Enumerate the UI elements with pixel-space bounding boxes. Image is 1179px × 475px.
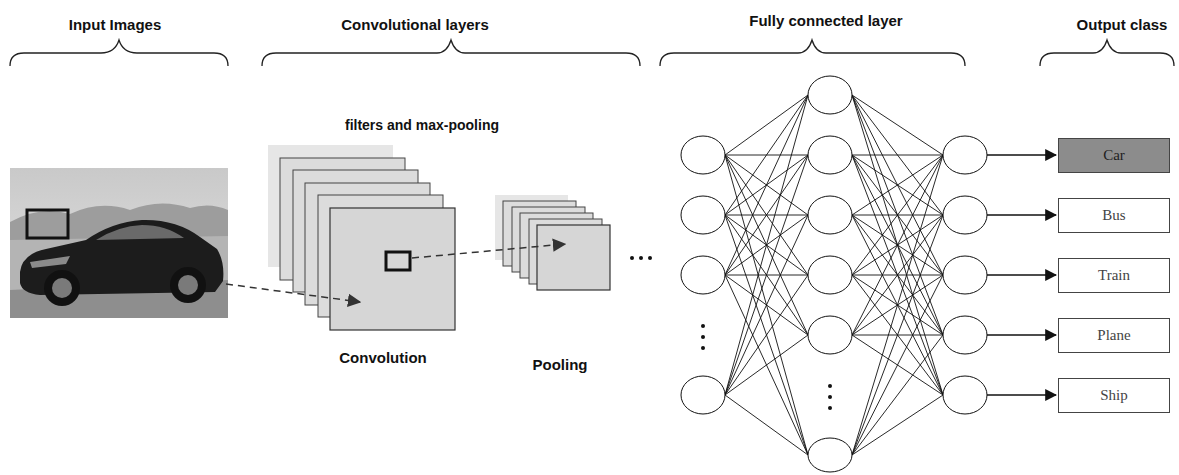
photo-sky <box>10 168 228 318</box>
neuron <box>808 76 852 114</box>
car-window <box>96 225 184 240</box>
car-headlight <box>30 256 70 268</box>
class-box: Train <box>1058 258 1170 293</box>
stage-label: Pooling <box>533 356 588 374</box>
bracket <box>660 40 965 66</box>
section-heading: Convolutional layers <box>341 16 489 34</box>
neuron <box>943 376 987 414</box>
dot <box>648 256 652 260</box>
neuron <box>808 196 852 234</box>
dot <box>630 256 634 260</box>
bracket <box>262 40 640 66</box>
output-arrow <box>987 334 1056 336</box>
dashed-arrow <box>412 244 565 258</box>
weight-lines <box>852 95 943 455</box>
dot <box>828 384 832 388</box>
class-box: Plane <box>1058 318 1170 353</box>
class-label: Train <box>1098 266 1130 284</box>
filter-window <box>386 252 410 270</box>
neuron <box>681 136 725 174</box>
neuron <box>808 438 852 472</box>
dot <box>639 256 643 260</box>
car-rim <box>178 275 198 295</box>
neuron <box>808 136 852 174</box>
car-photo <box>10 168 228 318</box>
sublayer-caption: filters and max-pooling <box>345 117 499 134</box>
pooling-stack <box>495 195 610 290</box>
vertical-ellipsis <box>701 324 832 410</box>
neuron <box>943 256 987 294</box>
class-label: Ship <box>1100 386 1128 404</box>
car-wheel <box>44 270 80 306</box>
convolution-stack <box>268 145 455 330</box>
neuron-layer <box>681 76 987 472</box>
dot <box>701 346 705 350</box>
dot <box>828 395 832 399</box>
neuron <box>943 136 987 174</box>
feature-map <box>330 208 455 330</box>
neuron <box>681 196 725 234</box>
class-box: Ship <box>1058 378 1170 413</box>
car-wheel <box>170 267 206 303</box>
ellipsis-dots <box>630 256 652 260</box>
class-box: Car <box>1058 138 1170 173</box>
output-arrow <box>987 274 1056 276</box>
class-box: Bus <box>1058 198 1170 233</box>
class-label: Plane <box>1097 326 1130 344</box>
stage-label: Convolution <box>339 349 426 367</box>
section-heading: Output class <box>1077 16 1168 34</box>
class-label: Car <box>1103 146 1125 164</box>
output-arrow <box>987 214 1056 216</box>
output-arrow <box>987 155 1056 395</box>
bracket <box>10 40 228 66</box>
bracket <box>10 40 1174 66</box>
neuron <box>808 316 852 354</box>
bracket <box>1040 40 1174 66</box>
weight-lines <box>725 95 808 455</box>
dashed-arrow <box>226 284 360 302</box>
section-heading: Fully connected layer <box>749 12 902 30</box>
dot <box>701 335 705 339</box>
neuron <box>681 256 725 294</box>
neuron <box>681 376 725 414</box>
class-label: Bus <box>1102 206 1125 224</box>
neuron <box>808 256 852 294</box>
pooled-map <box>537 225 610 290</box>
neuron <box>943 316 987 354</box>
output-arrow <box>987 154 1056 156</box>
car-rim <box>52 278 72 298</box>
section-heading: Input Images <box>69 16 162 34</box>
receptive-field-box <box>27 210 68 238</box>
output-arrow <box>987 394 1056 396</box>
neuron <box>943 196 987 234</box>
dot <box>828 406 832 410</box>
dot <box>701 324 705 328</box>
